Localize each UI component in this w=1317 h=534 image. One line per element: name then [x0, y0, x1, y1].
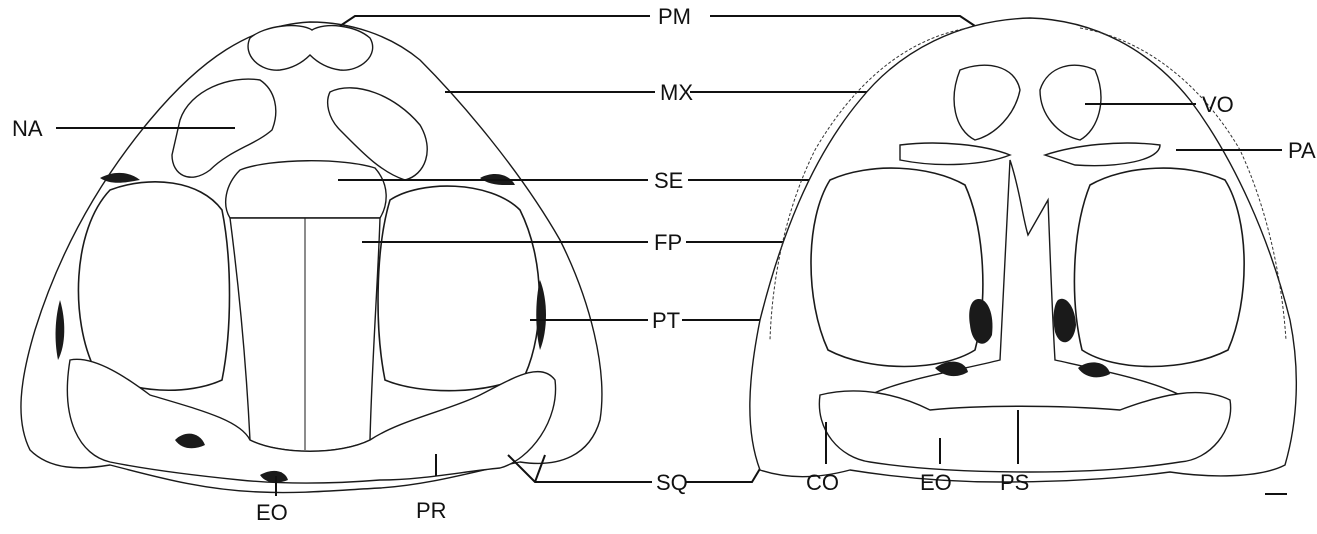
label-sq: SQ	[656, 472, 688, 494]
dorsal-orbit-left	[78, 182, 229, 390]
label-eo-right: EO	[920, 472, 952, 494]
ventral-view	[750, 18, 1296, 494]
label-co: CO	[806, 472, 839, 494]
leader-pm-right	[710, 16, 975, 26]
label-eo-left: EO	[256, 502, 288, 524]
leader-pm-left	[340, 16, 650, 26]
label-fp: FP	[654, 232, 682, 254]
label-vo: VO	[1202, 94, 1234, 116]
label-mx: MX	[660, 82, 693, 104]
dorsal-sphenethmoid	[226, 161, 386, 218]
label-ps: PS	[1000, 472, 1029, 494]
label-se: SE	[654, 170, 683, 192]
ventral-orbit-left	[811, 168, 983, 366]
dorsal-orbit-right	[378, 186, 539, 391]
label-pa: PA	[1288, 140, 1316, 162]
label-na: NA	[12, 118, 43, 140]
label-pr: PR	[416, 500, 447, 522]
ventral-orbit-right	[1074, 168, 1244, 366]
label-pt: PT	[652, 310, 680, 332]
label-pm: PM	[658, 6, 691, 28]
